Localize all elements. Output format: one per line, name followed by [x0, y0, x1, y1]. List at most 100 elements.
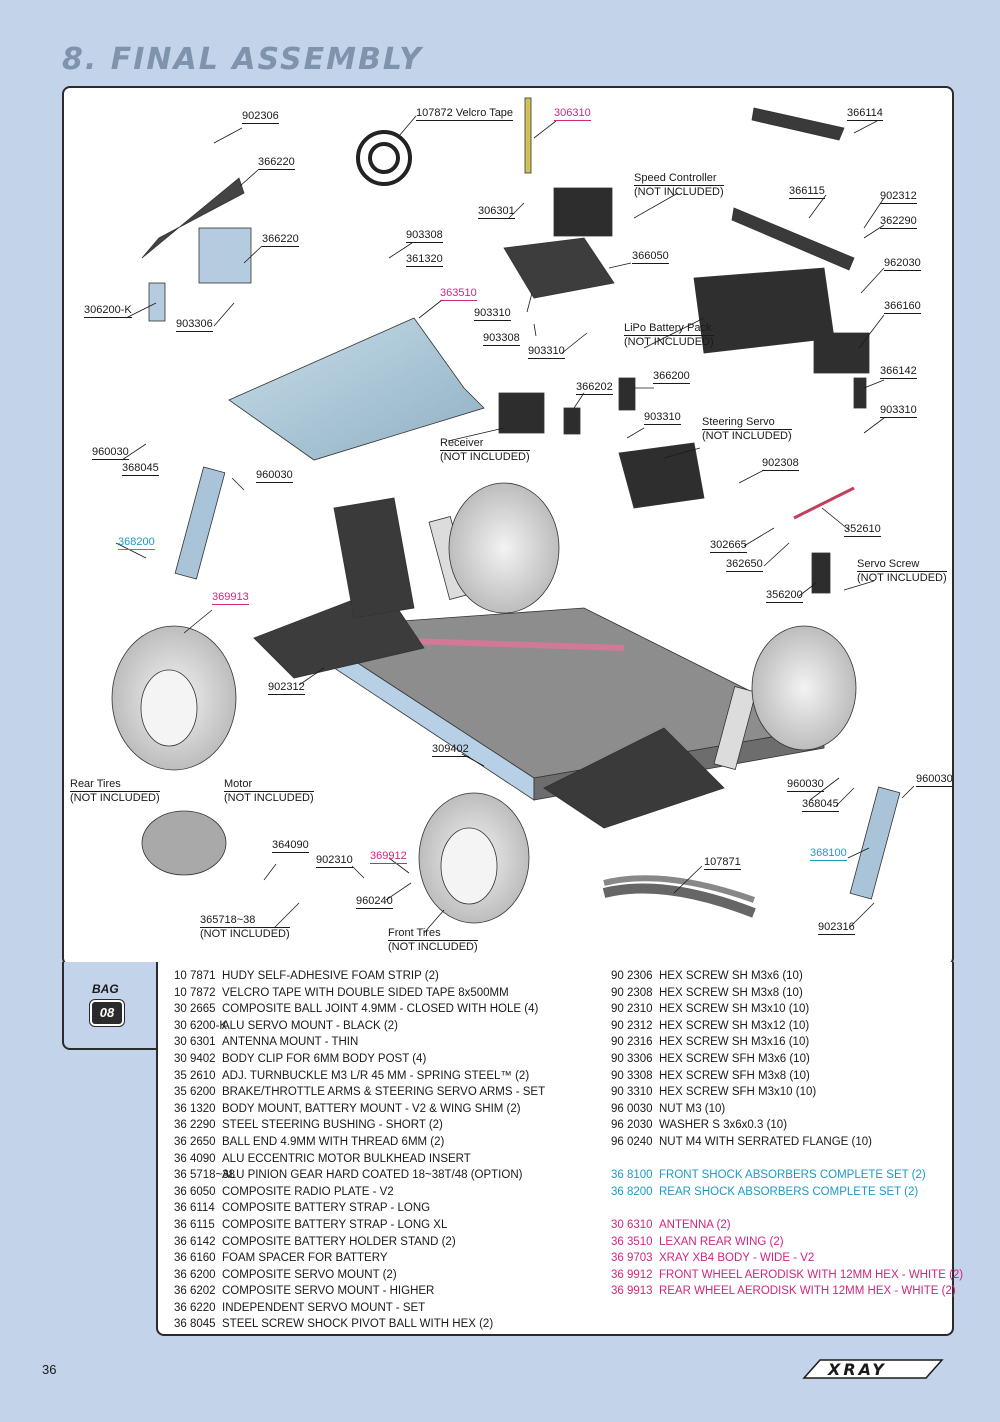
callout-369912: 369912: [370, 850, 407, 864]
callout-368200: 368200: [118, 536, 155, 550]
bag-label: BAG: [92, 982, 119, 996]
xray-logo: XRAY: [802, 1359, 944, 1379]
parts-row: 36 4090 ALU ECCENTRIC MOTOR BULKHEAD INSE…: [174, 1151, 545, 1168]
part-description: REAR WHEEL AERODISK WITH 12MM HEX - WHIT…: [659, 1285, 956, 1298]
callout-902306: 902306: [242, 110, 279, 124]
part-description: FOAM SPACER FOR BATTERY: [222, 1252, 388, 1265]
callout-902316: 902316: [818, 921, 855, 935]
part-code: 36 3510: [611, 1235, 653, 1248]
part-description: ALU SERVO MOUNT - BLACK (2): [222, 1019, 398, 1032]
callout-362650: 362650: [726, 558, 763, 572]
part-code: 36 8045: [174, 1318, 216, 1331]
part-code: 36 9912: [611, 1268, 653, 1281]
callout-lipo-battery: LiPo Battery Pack(NOT INCLUDED): [624, 322, 714, 348]
callout-366160: 366160: [884, 300, 921, 314]
callout-960030-d: 960030: [916, 773, 953, 787]
part-description: ALU ECCENTRIC MOTOR BULKHEAD INSERT: [222, 1152, 471, 1165]
part-description: HEX SCREW SFH M3x10 (10): [659, 1086, 817, 1099]
callout-903308: 903308: [406, 229, 443, 243]
callout-364090: 364090: [272, 839, 309, 853]
callout-servo-screw: Servo Screw(NOT INCLUDED): [857, 558, 947, 584]
part-description: WASHER S 3x6x0.3 (10): [659, 1119, 788, 1132]
callout-960030: 960030: [92, 446, 129, 460]
part-code: 30 6301: [174, 1036, 216, 1049]
part-description: VELCRO TAPE WITH DOUBLE SIDED TAPE 8x500…: [222, 986, 509, 999]
part-code: 10 7871: [174, 970, 216, 982]
callout-902310: 902310: [316, 854, 353, 868]
part-description: STEEL SCREW SHOCK PIVOT BALL WITH HEX (2…: [222, 1318, 494, 1331]
callout-366142: 366142: [880, 365, 917, 379]
callout-366050: 366050: [632, 250, 669, 264]
callout-366115: 366115: [789, 185, 825, 199]
part-description: XRAY XB4 BODY - WIDE - V2: [659, 1252, 815, 1265]
page-number: 36: [42, 1362, 57, 1377]
part-code: 36 4090: [174, 1152, 216, 1165]
part-description: ANTENNA (2): [659, 1218, 731, 1231]
callout-363510: 363510: [440, 287, 477, 301]
part-description: BODY CLIP FOR 6MM BODY POST (4): [222, 1052, 427, 1065]
part-code: 90 2308: [611, 986, 653, 999]
callout-368100: 368100: [810, 847, 847, 861]
part-code: 36 9913: [611, 1285, 653, 1298]
exploded-assembly-diagram: 902306 366220 366220 306200-K 903306 107…: [62, 86, 954, 966]
part-description: COMPOSITE BATTERY HOLDER STAND (2): [222, 1235, 456, 1248]
independent-servo-mount: [198, 227, 252, 284]
lipo-battery: [693, 267, 835, 354]
part-code: 10 7872: [174, 986, 216, 999]
part-code: 36 6050: [174, 1185, 216, 1198]
part-description: HEX SCREW SH M3x12 (10): [659, 1019, 810, 1032]
part-code: 36 6160: [174, 1252, 216, 1265]
callout-speed-controller: Speed Controller(NOT INCLUDED): [634, 172, 724, 198]
part-description: REAR SHOCK ABSORBERS COMPLETE SET (2): [659, 1185, 919, 1198]
part-description: COMPOSITE RADIO PLATE - V2: [222, 1185, 394, 1198]
part-description: HEX SCREW SH M3x6 (10): [659, 970, 803, 982]
callout-306301: 306301: [478, 205, 515, 219]
part-code: 30 9402: [174, 1052, 216, 1065]
assembly-illustration: [111, 97, 915, 934]
receiver: [498, 392, 545, 434]
part-description: STEEL STEERING BUSHING - SHORT (2): [222, 1119, 443, 1132]
callout-306310: 306310: [554, 107, 591, 121]
callout-902312: 902312: [880, 190, 917, 204]
part-code: 96 2030: [611, 1119, 653, 1132]
callout-366202: 366202: [576, 381, 613, 395]
callout-366200: 366200: [653, 370, 690, 384]
callout-361320: 361320: [406, 253, 443, 267]
callout-962030: 962030: [884, 257, 921, 271]
part-code: 36 5718~38: [174, 1169, 236, 1182]
front-right-wheel: [751, 625, 857, 751]
callout-369913: 369913: [212, 591, 249, 605]
callout-960030-b: 960030: [256, 469, 293, 483]
speed-controller: [553, 187, 613, 237]
part-code: 90 2306: [611, 970, 653, 982]
part-description: FRONT SHOCK ABSORBERS COMPLETE SET (2): [659, 1169, 926, 1182]
part-description: HEX SCREW SH M3x16 (10): [659, 1036, 810, 1049]
callout-368045: 368045: [122, 462, 159, 476]
parts-row: 36 9913 REAR WHEEL AERODISK WITH 12MM HEX…: [611, 1283, 963, 1300]
part-code: 36 6220: [174, 1301, 216, 1314]
part-code: 96 0030: [611, 1102, 653, 1115]
callout-steering-servo: Steering Servo(NOT INCLUDED): [702, 416, 792, 442]
page-title: 8. FINAL ASSEMBLY: [62, 42, 423, 77]
front-shock: [849, 786, 901, 900]
part-code: 30 6200-K: [174, 1019, 228, 1032]
callout-902308: 902308: [762, 457, 799, 471]
part-description: NUT M3 (10): [659, 1102, 726, 1115]
